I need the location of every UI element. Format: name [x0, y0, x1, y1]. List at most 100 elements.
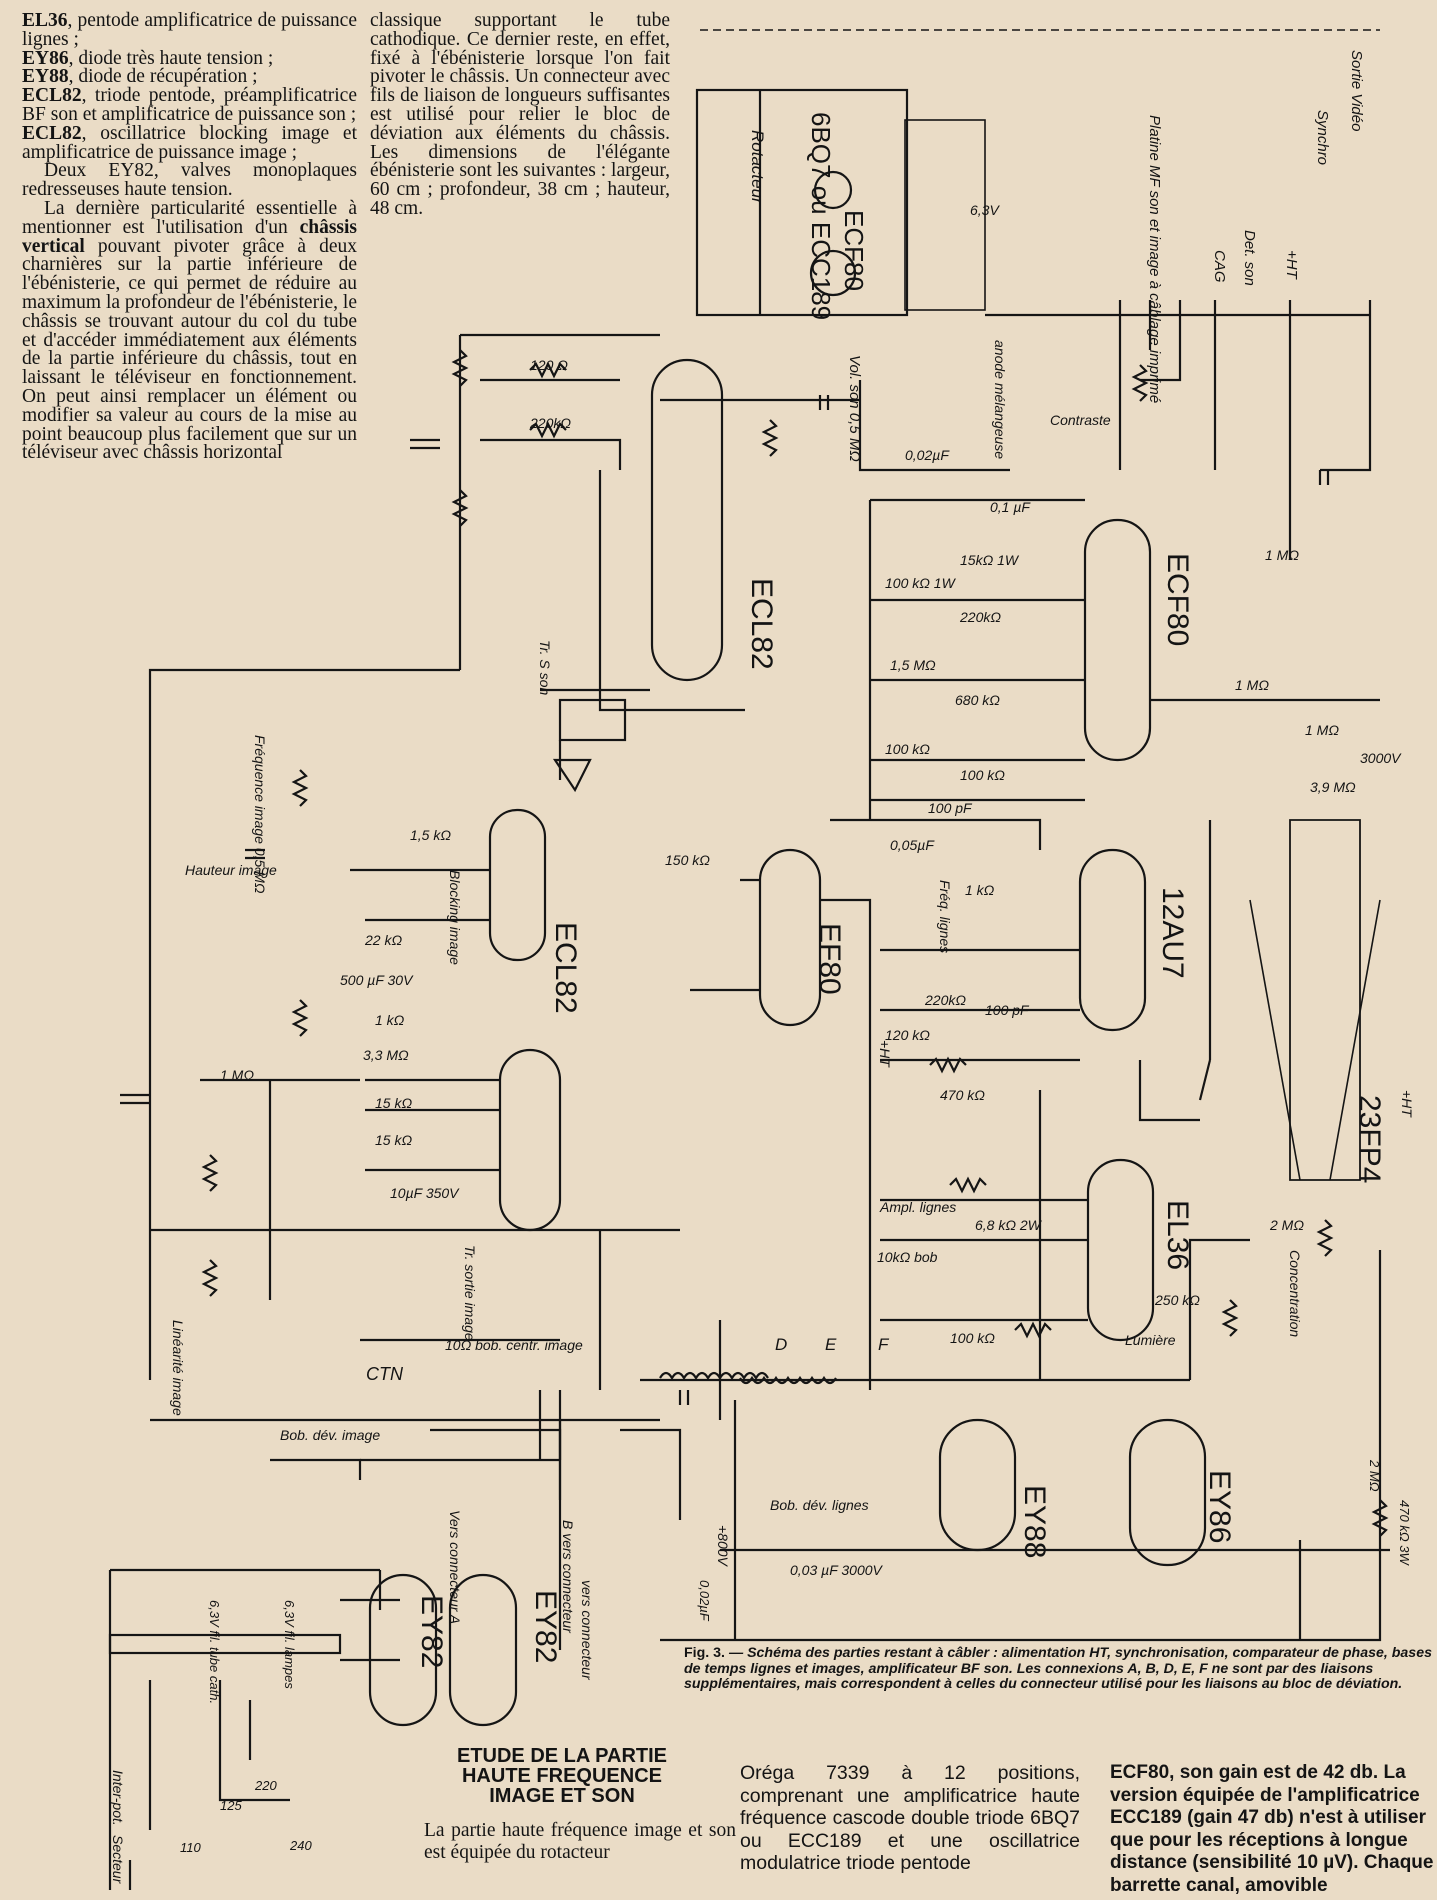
tap-220: 220 — [254, 1778, 277, 1793]
tap-110: 110 — [180, 1840, 201, 1855]
fil-tube-cath-label: 6,3V fil. tube cath. — [207, 1600, 222, 1704]
tr-sortie-label: Tr. sortie image — [462, 1245, 478, 1341]
ht-label: +HT — [1283, 250, 1300, 281]
tube-list-item: EL36, pentode amplificatrice de puissanc… — [22, 10, 357, 50]
det-son-label: Det. son — [1241, 230, 1258, 286]
rotacteur-box — [695, 88, 909, 317]
contraste-label: Contraste — [1050, 412, 1111, 428]
tube-list-item: ECL82, triode pentode, préamplificatrice… — [22, 85, 357, 125]
vol-son-label: Vol. son 0,5 MΩ — [846, 355, 863, 462]
cap-005-label: 0,05µF — [890, 837, 935, 853]
inter-pot-label: Inter-pot. — [110, 1770, 126, 1826]
res-1k-b-label: 1 kΩ — [965, 882, 995, 898]
left-column: EL36, pentode amplificatrice de puissanc… — [22, 10, 357, 464]
res-10k-bob-label: 10kΩ bob — [877, 1249, 938, 1265]
section-heading: ETUDE DE LA PARTIE HAUTE FREQUENCE IMAGE… — [456, 1745, 667, 1807]
tube-list-item: EY86, diode très haute tension ; — [22, 47, 274, 69]
lumiere-label: Lumière — [1125, 1332, 1176, 1348]
tube-list-item: ECL82, oscillatrice blocking image et am… — [22, 122, 357, 163]
12au7-envelope — [1078, 848, 1147, 1032]
ecf80-label: ECF80 — [1161, 553, 1194, 646]
res-3-9m-label: 3,9 MΩ — [1310, 779, 1356, 795]
res-470-label: 3,3 MΩ — [363, 1047, 409, 1063]
vers-connecteur-b-label: B vers connecteur — [560, 1520, 576, 1634]
el36-envelope — [1086, 1158, 1155, 1342]
cap-10uf-label: 10µF 350V — [390, 1185, 460, 1201]
bottom-column-2: Oréga 7339 à 12 positions, comprenant un… — [740, 1762, 1080, 1874]
tap-125: 125 — [220, 1798, 242, 1813]
synchro-label: Synchro — [1314, 110, 1331, 165]
ecf80-envelope — [1083, 518, 1152, 762]
cap-002-b-label: 0,02µF — [905, 447, 950, 463]
el36-label: EL36 — [1161, 1200, 1194, 1270]
res-680k-label: 680 kΩ — [955, 692, 1000, 708]
cap-3000v-label: 3000V — [1360, 750, 1402, 766]
ecl82-mid-triode-envelope — [488, 808, 547, 962]
ecl82-top-label: ECL82 — [745, 578, 778, 670]
vers-connecteur-label: vers connecteur — [579, 1580, 595, 1681]
blocking-label: Blocking image — [447, 870, 463, 965]
linearite-label: Linéarité image — [170, 1320, 186, 1416]
ey82-b-envelope — [448, 1573, 518, 1727]
bottom-column-3: ECF80, son gain est de 42 db. La version… — [1110, 1762, 1434, 1896]
v800-label: +800V — [715, 1525, 731, 1568]
rotacteur-label: Rotacteur — [748, 130, 767, 205]
res-220k-c-label: 220kΩ — [959, 609, 1001, 625]
ey82-a-envelope — [368, 1573, 438, 1727]
ecl82-mid-label: ECL82 — [549, 922, 582, 1014]
sortie-video-label: Sortie Vidéo — [1348, 50, 1365, 131]
res-250k-label: 250 kΩ — [1154, 1292, 1200, 1308]
rotacteur-ecf80-label: ECF80 — [839, 210, 869, 291]
body-paragraph: La dernière particularité essentielle à … — [22, 197, 357, 464]
res-15k-1w-label: 15kΩ 1W — [960, 552, 1020, 568]
res-100k-1w-label: 100 kΩ 1W — [885, 575, 957, 591]
cap-003-label: 0,03 µF 3000V — [790, 1562, 884, 1578]
tap-240: 240 — [289, 1838, 312, 1853]
res-150k-label: 150 kΩ — [665, 852, 710, 868]
ecl82-mid-pentode-envelope — [498, 1048, 562, 1232]
connector-d: D — [775, 1335, 787, 1354]
tube-list-item: Deux EY82, valves monoplaques redresseus… — [22, 160, 357, 201]
body-paragraph: classique supportant le tube cathodique.… — [370, 10, 670, 219]
concentration-label: Concentration — [1287, 1250, 1303, 1337]
ht-ef80-label: +HT — [877, 1040, 893, 1068]
vers-connecteur-a-label: Vers connecteur A — [447, 1510, 463, 1624]
ey88-envelope — [938, 1418, 1017, 1552]
res-1m-d-label: 1 MΩ — [1265, 547, 1299, 563]
ey82-label-2: EY82 — [415, 1595, 448, 1668]
ampl-lignes-label: Ampl. lignes — [879, 1199, 956, 1215]
ey82-label: EY82 — [529, 1590, 562, 1663]
tr-son-label: Tr. S son — [537, 640, 553, 695]
ey86-envelope — [1128, 1418, 1207, 1567]
anode-label: anode mélangeuse — [992, 340, 1008, 459]
ht-crt-label: +HT — [1399, 1090, 1415, 1118]
res-15k-label: 15 kΩ — [375, 1095, 412, 1111]
res-2m-label: 2 MΩ — [1269, 1217, 1304, 1233]
ey88-label: EY88 — [1018, 1485, 1051, 1558]
res-1-5m-label: 1,5 MΩ — [890, 657, 936, 673]
ctn-label: CTN — [366, 1364, 404, 1384]
middle-column: classique supportant le tube cathodique.… — [370, 10, 670, 219]
ey86-label: EY86 — [1203, 1470, 1236, 1543]
res-120k-label: 120 kΩ — [885, 1027, 930, 1043]
res-220k-label: 220kΩ — [529, 415, 571, 431]
v63-label: 6,3V — [970, 202, 1000, 218]
ecl82-top-envelope — [650, 358, 724, 682]
ef80-envelope — [758, 848, 822, 1027]
res-1k-label: 1 kΩ — [375, 1012, 405, 1028]
res-470k-3w-a: 2 MΩ — [1367, 1459, 1382, 1492]
fil-lampes-label: 6,3V fil. lampes — [282, 1600, 297, 1689]
res-1m-c-label: 1 MΩ — [1305, 722, 1339, 738]
connector-f: F — [878, 1335, 890, 1354]
res-6-8k-2w-label: 6,8 kΩ 2W — [975, 1217, 1043, 1233]
tube-list-item: EY88, diode de récupération ; — [22, 66, 258, 88]
cap-500uf-label: 500 µF 30V — [340, 972, 414, 988]
res-1m-label: 1 MΩ — [220, 1067, 254, 1083]
cap-01-label: 0,1 µF — [990, 499, 1031, 515]
connector-e: E — [825, 1335, 837, 1354]
res-100k-b-label: 100 kΩ — [960, 767, 1005, 783]
12au7-label: 12AU7 — [1156, 887, 1189, 979]
res-15k-b-label: 15 kΩ — [375, 1132, 412, 1148]
freq-image-label: Fréquence image 0,5 MΩ — [252, 735, 268, 894]
